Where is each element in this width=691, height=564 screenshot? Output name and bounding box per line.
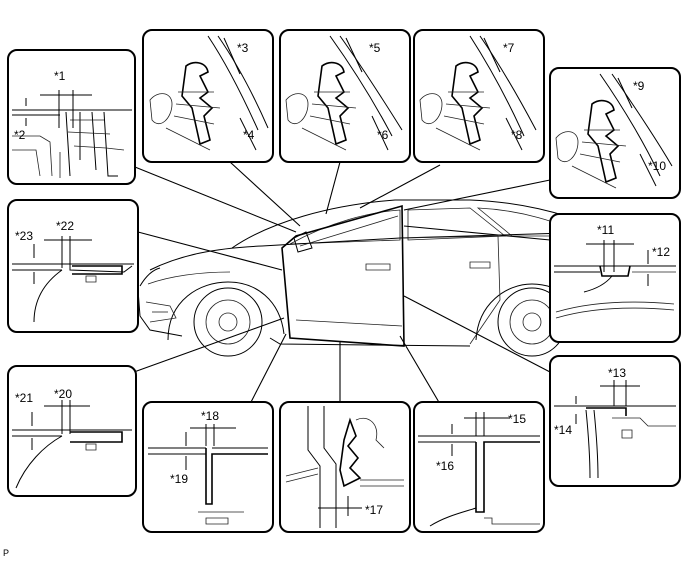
detail-box-13 [549,355,681,487]
detail-box-11 [549,213,681,343]
label-4: *4 [243,128,255,142]
detail-box-5 [279,29,411,163]
car-illustration [137,199,656,357]
label-10: *10 [648,159,666,173]
detail-box-15 [413,401,545,533]
label-20: *20 [54,387,72,401]
detail-box-22 [7,199,139,333]
label-15: *15 [508,412,526,426]
detail-box-7 [413,29,545,163]
detail-box-1 [7,49,136,185]
label-23: *23 [15,229,33,243]
label-11: *11 [597,223,614,237]
label-17: *17 [365,503,383,517]
label-9: *9 [633,79,645,93]
detail-box-9 [549,67,681,199]
label-19: *19 [170,472,188,486]
label-2: *2 [14,128,26,142]
label-18: *18 [201,409,219,423]
label-5: *5 [369,41,381,55]
leader-lines [129,161,551,405]
label-22: *22 [56,219,74,233]
detail-box-3 [142,29,274,163]
label-12: *12 [652,245,670,259]
corner-mark: P [3,548,9,558]
label-16: *16 [436,459,454,473]
label-14: *14 [554,423,572,437]
callout-labels: *1 *2 *3 *4 *5 *6 *7 *8 *9 *10 *11 *12 *… [3,41,670,558]
label-3: *3 [237,41,249,55]
label-8: *8 [511,128,523,142]
detail-box-20 [7,365,137,497]
detail-box-18 [142,401,274,533]
label-21: *21 [15,391,33,405]
label-6: *6 [377,128,389,142]
detail-box-17 [279,401,411,533]
label-7: *7 [503,41,515,55]
label-13: *13 [608,366,626,380]
label-1: *1 [54,69,66,83]
